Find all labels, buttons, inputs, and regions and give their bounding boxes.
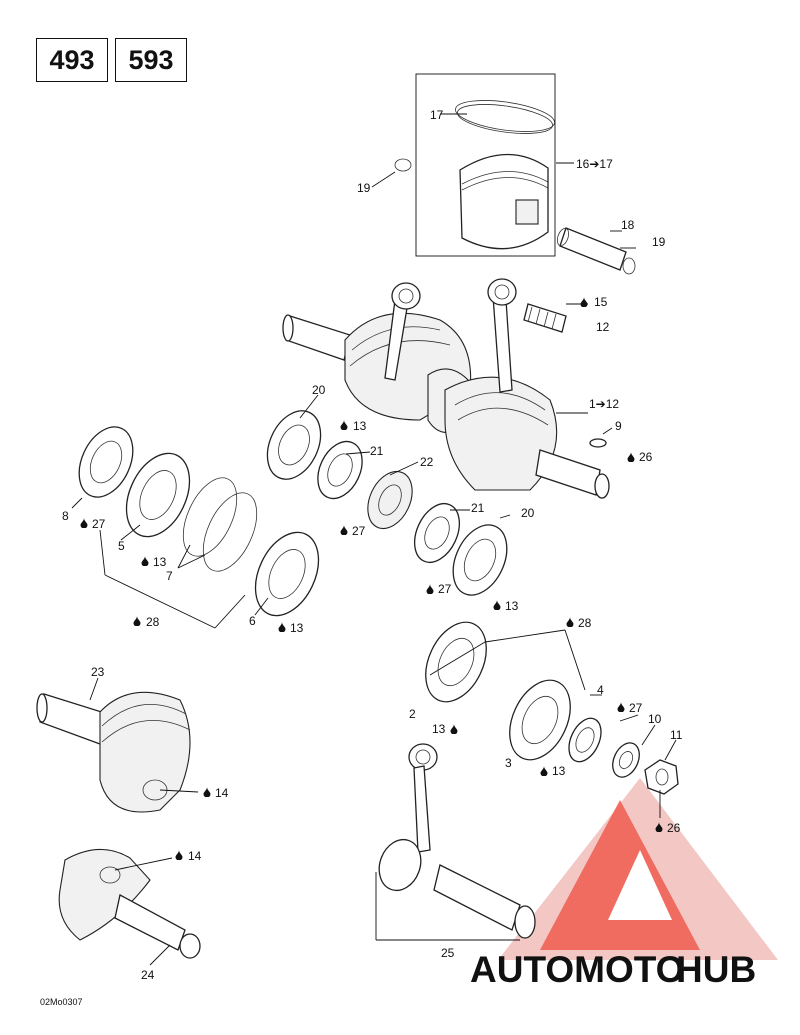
callout-19a: 19 (357, 181, 371, 195)
callout-6: 6 (249, 614, 256, 628)
oil-drop-icon (627, 452, 635, 462)
crankshaft-half-mag (58, 848, 201, 959)
ball-bearing-center (254, 531, 320, 617)
leader-lines (71, 113, 677, 966)
ball-bearing-lower (452, 524, 508, 596)
callout-28a: 28 (146, 615, 160, 629)
oil-seal-lower (413, 503, 461, 563)
oil-drop-icon (175, 850, 183, 860)
callout-15: 15 (594, 295, 608, 309)
callout-26a: 26 (639, 450, 653, 464)
callout-10: 10 (648, 712, 662, 726)
oil-drop-icon (133, 616, 141, 626)
callout-27d: 27 (629, 701, 643, 715)
drawing-code: 02Mo0307 (40, 997, 83, 1007)
callout-23: 23 (91, 665, 105, 679)
oil-drop-icon (340, 420, 348, 430)
oil-drop-icon (540, 766, 548, 776)
watermark-logo: AUTOMOTO HUB (470, 778, 778, 990)
oil-drop-icon (450, 724, 458, 734)
callout-28b: 28 (578, 616, 592, 630)
watermark-text-automoto: AUTOMOTO (470, 949, 684, 990)
callout-24: 24 (141, 968, 155, 982)
ball-bearing-upper (266, 410, 322, 480)
callout-27a: 27 (352, 524, 366, 538)
callout-7: 7 (166, 569, 173, 583)
callout-1-12: 1➔12 (589, 397, 619, 411)
oil-drop-icon (566, 617, 574, 627)
callout-2: 2 (409, 707, 416, 721)
callout-25: 25 (441, 946, 455, 960)
connecting-rod (378, 743, 536, 939)
callout-12: 12 (596, 320, 610, 334)
callout-9: 9 (615, 419, 622, 433)
callout-13d: 13 (290, 621, 304, 635)
engine-code-badge-593: 593 (115, 38, 187, 82)
callout-17: 17 (430, 108, 444, 122)
oil-drop-icon (617, 702, 625, 712)
hex-nut (644, 759, 679, 795)
callout-21b: 21 (471, 501, 485, 515)
washer (612, 742, 640, 778)
oil-drop-icon (580, 297, 588, 307)
callout-3: 3 (505, 756, 512, 770)
callout-14b: 14 (188, 849, 202, 863)
callout-8: 8 (62, 509, 69, 523)
piston-kit-box (394, 73, 556, 257)
ball-bearing-right-a (425, 621, 487, 703)
retaining-rings (182, 477, 258, 572)
callout-20b: 20 (521, 506, 535, 520)
oil-seal-right (568, 717, 602, 763)
callout-20a: 20 (312, 383, 326, 397)
engine-code-badge-493: 493 (36, 38, 108, 82)
woodruff-key (589, 438, 607, 448)
callout-13b: 13 (505, 599, 519, 613)
ball-bearing-right-b (509, 679, 571, 761)
callout-4: 4 (597, 683, 604, 697)
callout-labels: 17 16➔17 19 18 19 15 12 1➔12 9 26 20 13 … (40, 108, 683, 1007)
callout-5: 5 (118, 539, 125, 553)
oil-seal-left (78, 426, 134, 498)
oil-drop-icon (80, 518, 88, 528)
callout-19b: 19 (652, 235, 666, 249)
oil-drop-icon (141, 556, 149, 566)
crankshaft-half-pto (36, 691, 191, 813)
callout-11: 11 (670, 728, 683, 742)
callout-14a: 14 (215, 786, 229, 800)
oil-drop-icon (426, 584, 434, 594)
piston-pin (556, 227, 636, 275)
watermark-text-hub: HUB (676, 949, 756, 990)
oil-drop-icon (203, 787, 211, 797)
needle-bearing (523, 303, 567, 333)
callout-16-17: 16➔17 (576, 157, 613, 171)
oil-drop-icon (340, 525, 348, 535)
callout-22: 22 (420, 455, 434, 469)
oil-seal-upper (317, 440, 363, 500)
callout-27c: 27 (92, 517, 106, 531)
callout-13f: 13 (552, 764, 566, 778)
callout-13c: 13 (153, 555, 167, 569)
drive-gear (367, 470, 413, 530)
callout-13e: 13 (432, 722, 446, 736)
callout-27b: 27 (438, 582, 452, 596)
callout-21a: 21 (370, 444, 384, 458)
crankshaft-assembly (282, 278, 610, 499)
oil-drop-icon (278, 622, 286, 632)
callout-13a: 13 (353, 419, 367, 433)
callout-26b: 26 (667, 821, 681, 835)
callout-18: 18 (621, 218, 635, 232)
oil-drop-icon (493, 600, 501, 610)
ball-bearing-left (125, 452, 191, 538)
